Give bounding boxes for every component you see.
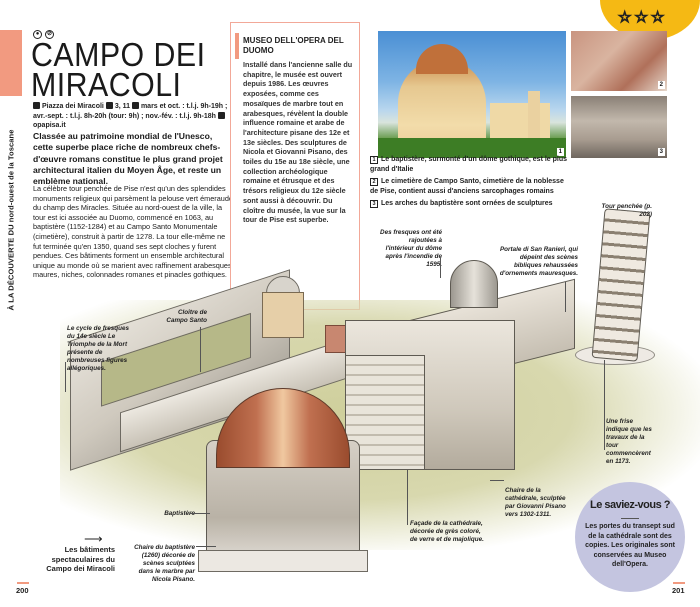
annotation-baptistery: Baptistère <box>164 510 195 517</box>
museum-text: Installé dans l'ancienne salle du chapit… <box>243 60 353 225</box>
duomo-shape <box>490 103 550 143</box>
cathedral-illustration <box>345 260 575 470</box>
baptistery-dome-shape <box>416 44 468 74</box>
did-you-know-title: Le saviez-vous ? <box>589 499 671 511</box>
title-line-1: CAMPO DEI <box>31 36 206 73</box>
baptistery-base <box>198 550 368 572</box>
annotation-portal: Portale di San Ranieri, qui dépeint des … <box>499 246 578 277</box>
header-icons: ● ⊘ <box>33 30 54 39</box>
lawn-shape <box>378 138 566 158</box>
photo-campo-santo: 2 <box>571 31 667 91</box>
leader-line <box>190 513 210 514</box>
leader-line <box>65 362 66 392</box>
page-number-left: 200 <box>16 586 29 595</box>
baptistery-cutaway-illustration <box>198 380 368 580</box>
star-rating-icons: ☆☆☆ <box>617 8 668 26</box>
see-also-text: Les bâtiments spectaculaires du Campo de… <box>46 545 115 573</box>
page-number-right: 201 <box>672 586 685 595</box>
practical-info: Piazza dei Miracoli 3, 11 mars et oct. :… <box>33 102 233 131</box>
leader-line <box>200 327 201 372</box>
leader-line <box>490 480 504 481</box>
intro-paragraph: Classée au patrimoine mondial de l'Unesc… <box>33 131 223 187</box>
bus-lines: 3, 11 <box>114 103 130 110</box>
location-pin-icon: ● <box>33 30 42 39</box>
page-number-rule <box>17 582 29 584</box>
annotation-frieze: Une frise indique que les travaux de la … <box>606 418 652 465</box>
map-pin-icon <box>33 102 40 109</box>
leader-line <box>565 282 566 312</box>
bus-icon <box>105 102 113 109</box>
museum-title: MUSEO DELL'OPERA DEL DUOMO <box>243 36 344 55</box>
tower-shape <box>528 91 540 141</box>
cathedral-dome <box>450 260 498 308</box>
body-paragraph: La célèbre tour penchée de Pise n'est qu… <box>33 184 233 280</box>
photo-number: 1 <box>556 148 564 156</box>
opening-hours: mars et oct. : t.l.j. 9h-19h ; avr.-sept… <box>33 103 228 120</box>
photo-sculptures: 3 <box>571 96 667 158</box>
baptistery-dome <box>216 388 350 468</box>
chapel-illustration <box>262 292 304 338</box>
web-icon <box>217 111 225 119</box>
annotation-pulpit-baptistery: Chaire du baptistère (1260) décorée de s… <box>134 544 195 583</box>
page-number-rule <box>673 582 685 584</box>
did-you-know-text: Les portes du transept sud de la cathédr… <box>585 523 675 568</box>
museum-sidebar: MUSEO DELL'OPERA DEL DUOMO Installé dans… <box>230 22 360 310</box>
chapter-label: À LA DÉCOUVERTE DU nord-ouest de la Tosc… <box>2 100 20 340</box>
did-you-know-bubble: Le saviez-vous ? Les portes du transept … <box>575 482 685 592</box>
clock-icon <box>131 102 139 109</box>
photo-baptistery: 1 <box>378 31 566 158</box>
chapter-label-region: nord-ouest de la Toscane <box>6 129 16 223</box>
address: Piazza dei Miracoli <box>42 103 104 110</box>
website-link[interactable]: opapisa.it <box>33 122 66 129</box>
annotation-tower: Tour penchée (p. 202) <box>601 203 653 218</box>
annotation-dome-frescoes: Des fresques ont été rajoutées à l'intér… <box>380 229 442 268</box>
chapter-tab <box>0 30 22 96</box>
page-title: CAMPO DEI MIRACOLI <box>31 36 215 103</box>
leader-line <box>604 360 605 450</box>
museum-accent-bar <box>235 33 239 59</box>
arrow-right-icon: ⟶ <box>84 531 103 546</box>
photo-number: 2 <box>657 81 665 89</box>
photo-number: 3 <box>657 148 665 156</box>
annotation-pulpit-cathedral: Chaire de la cathédrale, sculptée par Gi… <box>505 487 566 518</box>
leader-line <box>440 258 441 278</box>
leader-line <box>407 470 408 525</box>
annotation-cloister: Cloître de Campo Santo <box>166 309 207 324</box>
title-line-2: MIRACOLI <box>31 66 182 103</box>
leader-line <box>196 546 216 547</box>
annotation-fresco-cycle: Le cycle de fresques du 14e siècle Le Tr… <box>67 325 129 372</box>
chapter-label-prefix: À LA DÉCOUVERTE DU <box>6 224 16 311</box>
no-smoking-icon: ⊘ <box>45 30 54 39</box>
did-you-know-divider <box>621 518 639 519</box>
annotation-facade: Façade de la cathédrale, décorée de grès… <box>410 520 484 543</box>
